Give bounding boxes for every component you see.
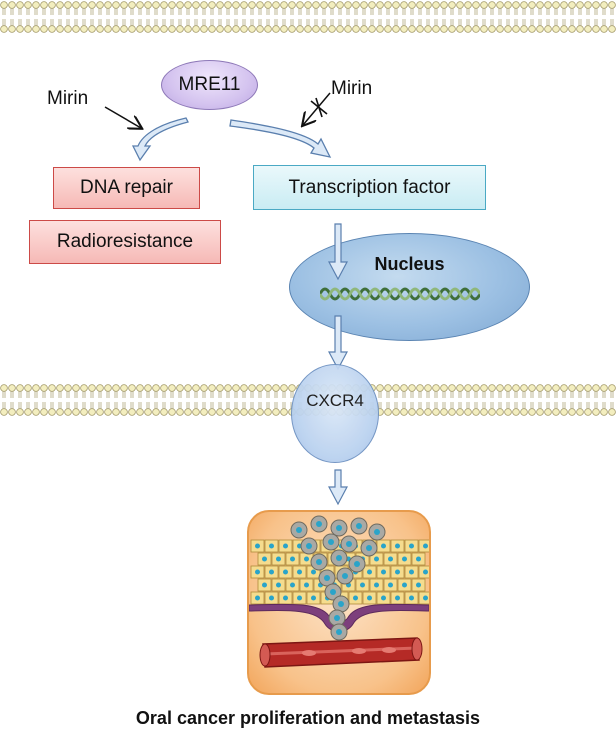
cell-nucleus — [367, 569, 372, 575]
mirin-left-arrow — [104, 106, 141, 128]
nucleus-label: Nucleus — [374, 254, 445, 274]
cell-nucleus — [395, 595, 400, 601]
cell-nucleus — [409, 543, 414, 549]
cancer-cell-nucleus — [354, 561, 360, 567]
arrow-mre11-to-transcription — [229, 119, 332, 158]
cell-nucleus — [416, 582, 421, 588]
cell-nucleus — [269, 595, 274, 601]
cell-nucleus — [381, 569, 386, 575]
transcription-factor-label: Transcription factor — [288, 176, 451, 198]
dna-repair-box: DNA repair — [53, 167, 200, 209]
cell-nucleus — [409, 595, 414, 601]
cell-nucleus — [353, 595, 358, 601]
cell-nucleus — [269, 569, 274, 575]
cell-nucleus — [423, 595, 428, 601]
cell-nucleus — [416, 556, 421, 562]
mirin-right-arrow — [303, 92, 331, 125]
mre11-label: MRE11 — [178, 74, 241, 95]
cancer-cell-nucleus — [328, 539, 334, 545]
cell-nucleus — [374, 556, 379, 562]
cancer-cell-nucleus — [296, 527, 302, 533]
cell-nucleus — [304, 582, 309, 588]
cancer-cell-nucleus — [334, 615, 340, 621]
cell-nucleus — [311, 595, 316, 601]
cell-nucleus — [423, 569, 428, 575]
cell-nucleus — [297, 595, 302, 601]
mirin-right-label: Mirin — [331, 78, 373, 99]
cancer-cell-nucleus — [356, 523, 362, 529]
cell-nucleus — [367, 595, 372, 601]
cell-nucleus — [388, 556, 393, 562]
cancer-cell-nucleus — [346, 541, 352, 547]
cell-nucleus — [381, 543, 386, 549]
dna-helix-icon — [320, 287, 480, 301]
arrow-mre11-to-dna-repair — [131, 117, 189, 162]
dna-repair-label: DNA repair — [80, 177, 173, 198]
cell-nucleus — [395, 543, 400, 549]
nucleus-ellipse: Nucleus — [289, 233, 530, 341]
cell-nucleus — [395, 569, 400, 575]
cancer-cell-nucleus — [338, 601, 344, 607]
cancer-cell-nucleus — [342, 573, 348, 579]
cell-nucleus — [409, 569, 414, 575]
cell-nucleus — [255, 569, 260, 575]
cell-nucleus — [276, 556, 281, 562]
cell-nucleus — [290, 582, 295, 588]
cell-nucleus — [283, 569, 288, 575]
cancer-cell-nucleus — [316, 559, 322, 565]
mre11-node: MRE11 — [161, 60, 258, 110]
cancer-cell-nucleus — [336, 555, 342, 561]
cell-nucleus — [255, 595, 260, 601]
cancer-cell-nucleus — [336, 629, 342, 635]
cancer-cell-nucleus — [306, 543, 312, 549]
cancer-cell-nucleus — [374, 529, 380, 535]
cancer-cell-nucleus — [316, 521, 322, 527]
cell-nucleus — [262, 556, 267, 562]
cell-nucleus — [402, 556, 407, 562]
arrow-transcription-to-nucleus — [328, 223, 348, 281]
cxcr4-label: CXCR4 — [306, 391, 364, 410]
inhibition-cross-icon — [310, 97, 328, 118]
blood-vessel-icon — [259, 637, 423, 668]
arrow-nucleus-to-cxcr4 — [328, 315, 348, 371]
cell-nucleus — [311, 569, 316, 575]
cell-nucleus — [402, 582, 407, 588]
radioresistance-box: Radioresistance — [29, 220, 221, 264]
cancer-cell-nucleus — [324, 575, 330, 581]
cell-nucleus — [290, 556, 295, 562]
cell-nucleus — [360, 582, 365, 588]
top-cell-membrane — [0, 0, 616, 34]
cell-nucleus — [269, 543, 274, 549]
radioresistance-label: Radioresistance — [56, 231, 194, 252]
cancer-cell-nucleus — [330, 589, 336, 595]
tumor-invasion-illustration — [247, 510, 431, 695]
figure-caption: Oral cancer proliferation and metastasis — [135, 708, 481, 728]
cell-nucleus — [297, 569, 302, 575]
cell-nucleus — [423, 543, 428, 549]
cell-nucleus — [283, 543, 288, 549]
cell-nucleus — [388, 582, 393, 588]
cell-nucleus — [304, 556, 309, 562]
cancer-cell-nucleus — [366, 545, 372, 551]
cell-nucleus — [283, 595, 288, 601]
cxcr4-receptor: CXCR4 — [291, 364, 379, 463]
cell-nucleus — [255, 543, 260, 549]
cell-nucleus — [381, 595, 386, 601]
tissue-cells-graphic — [249, 515, 429, 668]
cell-nucleus — [276, 582, 281, 588]
lipid-bilayer-icon — [0, 0, 616, 34]
mirin-left-label: Mirin — [47, 88, 89, 109]
cell-nucleus — [374, 582, 379, 588]
transcription-factor-box: Transcription factor — [253, 165, 486, 210]
cell-nucleus — [262, 582, 267, 588]
cancer-cell-nucleus — [336, 525, 342, 531]
arrow-cxcr4-to-tissue — [328, 469, 348, 506]
